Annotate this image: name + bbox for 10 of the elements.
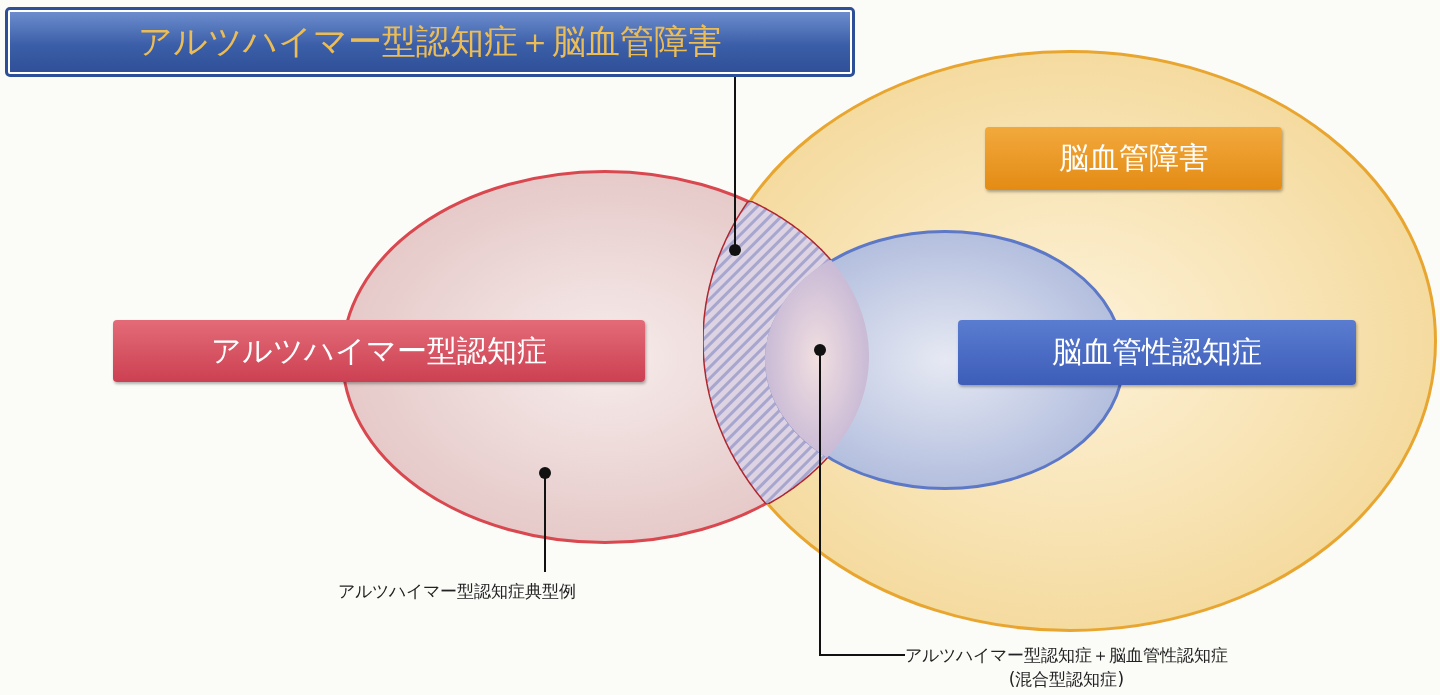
leader-line — [814, 344, 906, 656]
callout-text: アルツハイマー型認知症＋脳血管性認知症 — [905, 644, 1228, 667]
leader-line — [729, 76, 741, 256]
category-label: アルツハイマー型認知症 — [113, 320, 645, 382]
callout-text: アルツハイマー型認知症典型例 — [338, 580, 576, 603]
callout-box: アルツハイマー型認知症＋脳血管障害 — [5, 7, 855, 77]
leader-line — [539, 467, 551, 573]
category-label: 脳血管障害 — [985, 127, 1282, 190]
category-label: 脳血管性認知症 — [958, 320, 1356, 385]
callout-text: (混合型認知症) — [1007, 668, 1126, 691]
